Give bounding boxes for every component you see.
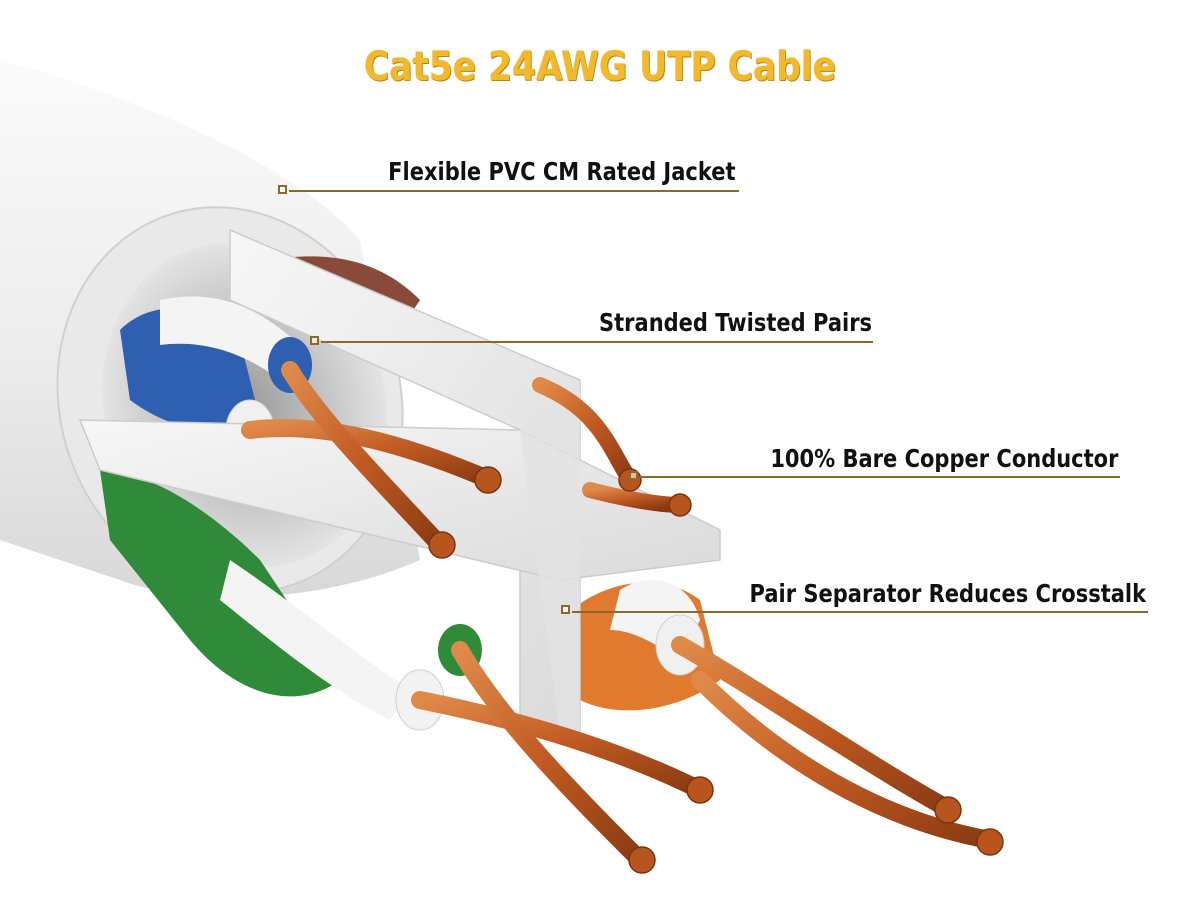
callout-marker-jacket [278, 185, 287, 194]
copper-conductors [241, 361, 999, 869]
callout-label-separator: Pair Separator Reduces Crosstalk [749, 579, 1146, 608]
callout-line-jacket [289, 190, 739, 192]
callout-label-copper: 100% Bare Copper Conductor [769, 444, 1118, 473]
callout-marker-copper [629, 471, 638, 480]
callout-marker-twisted-pairs [310, 336, 319, 345]
callout-marker-separator [561, 605, 570, 614]
conductor-ends [428, 466, 1004, 874]
callout-label-jacket: Flexible PVC CM Rated Jacket [388, 157, 736, 186]
callout-line-copper [640, 476, 1120, 478]
callout-line-twisted-pairs [321, 341, 873, 343]
callout-label-twisted-pairs: Stranded Twisted Pairs [598, 308, 872, 337]
pair-green [100, 470, 482, 731]
diagram-title: Cat5e 24AWG UTP Cable [363, 44, 837, 90]
callout-line-separator [572, 611, 1148, 613]
